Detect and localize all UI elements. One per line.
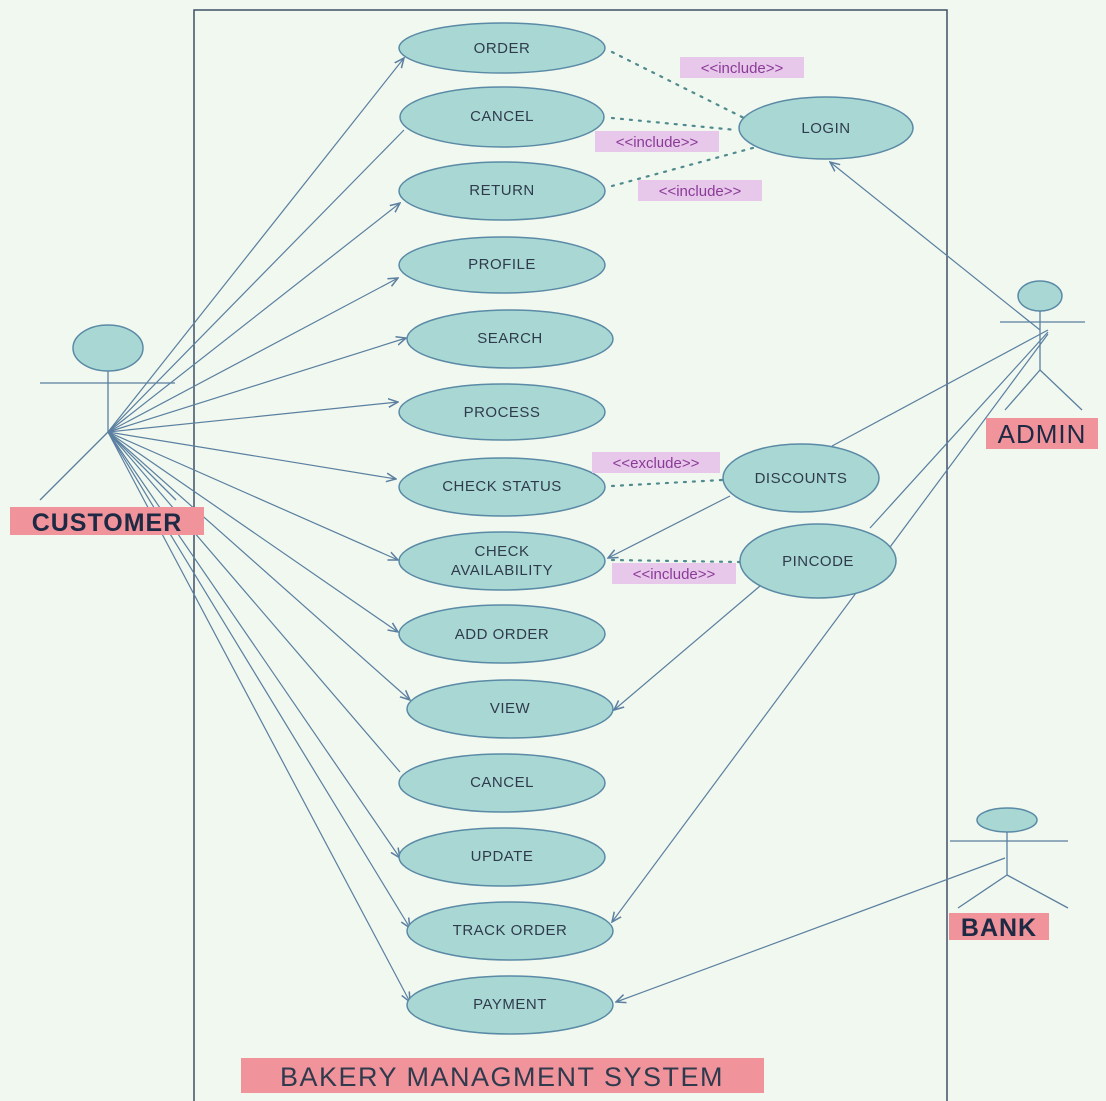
use-case-update[interactable]: UPDATE <box>398 827 606 887</box>
assoc-admin-login <box>830 162 1041 331</box>
use-case-check-status-label: CHECK STATUS <box>442 478 562 495</box>
use-case-search[interactable]: SEARCH <box>406 309 614 369</box>
stereotype-status-discounts: <<exclude>> <box>592 452 720 473</box>
use-case-payment-label: PAYMENT <box>473 996 547 1013</box>
use-case-check-status[interactable]: CHECK STATUS <box>398 457 606 517</box>
use-case-pincode[interactable]: PINCODE <box>739 523 897 599</box>
customer-associations <box>107 58 410 1002</box>
assoc-customer-track-order <box>107 431 410 928</box>
use-case-discounts-label: DISCOUNTS <box>755 470 848 487</box>
actor-admin[interactable]: ADMIN <box>986 280 1098 449</box>
use-case-update-label: UPDATE <box>471 848 534 865</box>
assoc-customer-search <box>107 338 406 433</box>
bank-head-icon <box>976 807 1038 833</box>
use-case-process-label: PROCESS <box>464 404 541 421</box>
assoc-admin-track-order <box>612 333 1049 922</box>
system-title: BAKERY MANAGMENT SYSTEM <box>241 1058 764 1093</box>
actor-customer[interactable]: CUSTOMER <box>10 324 204 537</box>
actor-admin-label: ADMIN <box>998 419 1087 449</box>
dep-return-login <box>610 144 762 188</box>
use-case-login[interactable]: LOGIN <box>738 96 914 160</box>
admin-associations <box>608 162 1049 922</box>
svg-text:<<include>>: <<include>> <box>616 134 699 151</box>
assoc-customer-return <box>107 203 400 433</box>
stereotype-order-login: <<include>> <box>680 57 804 78</box>
dep-availability-pincode <box>610 558 742 564</box>
use-case-order[interactable]: ORDER <box>398 22 606 74</box>
use-case-check-availability-line2: AVAILABILITY <box>451 562 553 579</box>
use-case-view[interactable]: VIEW <box>406 679 614 739</box>
use-case-pincode-label: PINCODE <box>782 553 854 570</box>
use-case-order-label: ORDER <box>474 40 531 57</box>
svg-text:<<exclude>>: <<exclude>> <box>613 455 700 472</box>
assoc-customer-add-order <box>107 431 398 632</box>
dep-status-discounts <box>610 478 724 488</box>
assoc-bank-payment <box>616 857 1006 1002</box>
customer-head-icon <box>72 324 144 372</box>
svg-text:<<include>>: <<include>> <box>659 183 742 200</box>
dependency-lines <box>610 50 762 564</box>
use-case-view-label: VIEW <box>490 700 531 717</box>
actor-customer-label: CUSTOMER <box>32 509 183 537</box>
assoc-customer-process <box>107 402 398 433</box>
assoc-pincode-view <box>614 585 761 710</box>
svg-text:<<include>>: <<include>> <box>633 566 716 583</box>
assoc-customer-cancel-bottom <box>107 431 401 773</box>
assoc-customer-check-availability <box>107 431 398 560</box>
assoc-customer-check-status <box>107 431 396 479</box>
system-boundary <box>193 9 948 1101</box>
actor-bank-label: BANK <box>961 914 1037 942</box>
svg-text:<<include>>: <<include>> <box>701 60 784 77</box>
use-case-payment[interactable]: PAYMENT <box>406 975 614 1035</box>
use-case-return-label: RETURN <box>469 182 535 199</box>
assoc-customer-profile <box>107 278 398 433</box>
stereotype-availability-pincode: <<include>> <box>612 563 736 584</box>
use-case-check-availability-line1: CHECK <box>474 543 529 560</box>
assoc-admin-discounts <box>831 329 1049 447</box>
system-title-text: BAKERY MANAGMENT SYSTEM <box>280 1062 724 1092</box>
assoc-customer-update <box>107 431 400 858</box>
use-case-login-label: LOGIN <box>801 120 850 137</box>
assoc-discounts-check-availability <box>608 495 731 558</box>
use-case-discounts[interactable]: DISCOUNTS <box>722 443 880 513</box>
assoc-customer-cancel-top <box>107 129 405 433</box>
use-case-process[interactable]: PROCESS <box>398 383 606 441</box>
admin-head-icon <box>1017 280 1063 312</box>
dep-order-login <box>610 50 762 128</box>
dep-cancel-login <box>610 116 738 132</box>
use-case-cancel-top-label: CANCEL <box>470 108 534 125</box>
use-case-search-label: SEARCH <box>477 330 543 347</box>
stereotype-return-login: <<include>> <box>638 180 762 201</box>
use-case-cancel-bottom-label: CANCEL <box>470 774 534 791</box>
use-case-profile[interactable]: PROFILE <box>398 236 606 294</box>
use-case-check-availability[interactable]: CHECK AVAILABILITY <box>398 531 606 591</box>
use-case-return[interactable]: RETURN <box>398 161 606 221</box>
use-case-profile-label: PROFILE <box>468 256 536 273</box>
assoc-customer-view <box>107 431 410 700</box>
assoc-admin-pincode <box>869 331 1049 529</box>
use-case-cancel-bottom[interactable]: CANCEL <box>398 753 606 813</box>
actor-bank[interactable]: BANK <box>949 807 1069 942</box>
use-case-cancel-top[interactable]: CANCEL <box>399 86 605 148</box>
use-case-add-order[interactable]: ADD ORDER <box>398 604 606 664</box>
assoc-customer-order <box>107 58 404 433</box>
stereotype-cancel-login: <<include>> <box>595 131 719 152</box>
use-case-track-order[interactable]: TRACK ORDER <box>406 901 614 961</box>
use-case-track-order-label: TRACK ORDER <box>453 922 568 939</box>
use-case-add-order-label: ADD ORDER <box>455 626 550 643</box>
